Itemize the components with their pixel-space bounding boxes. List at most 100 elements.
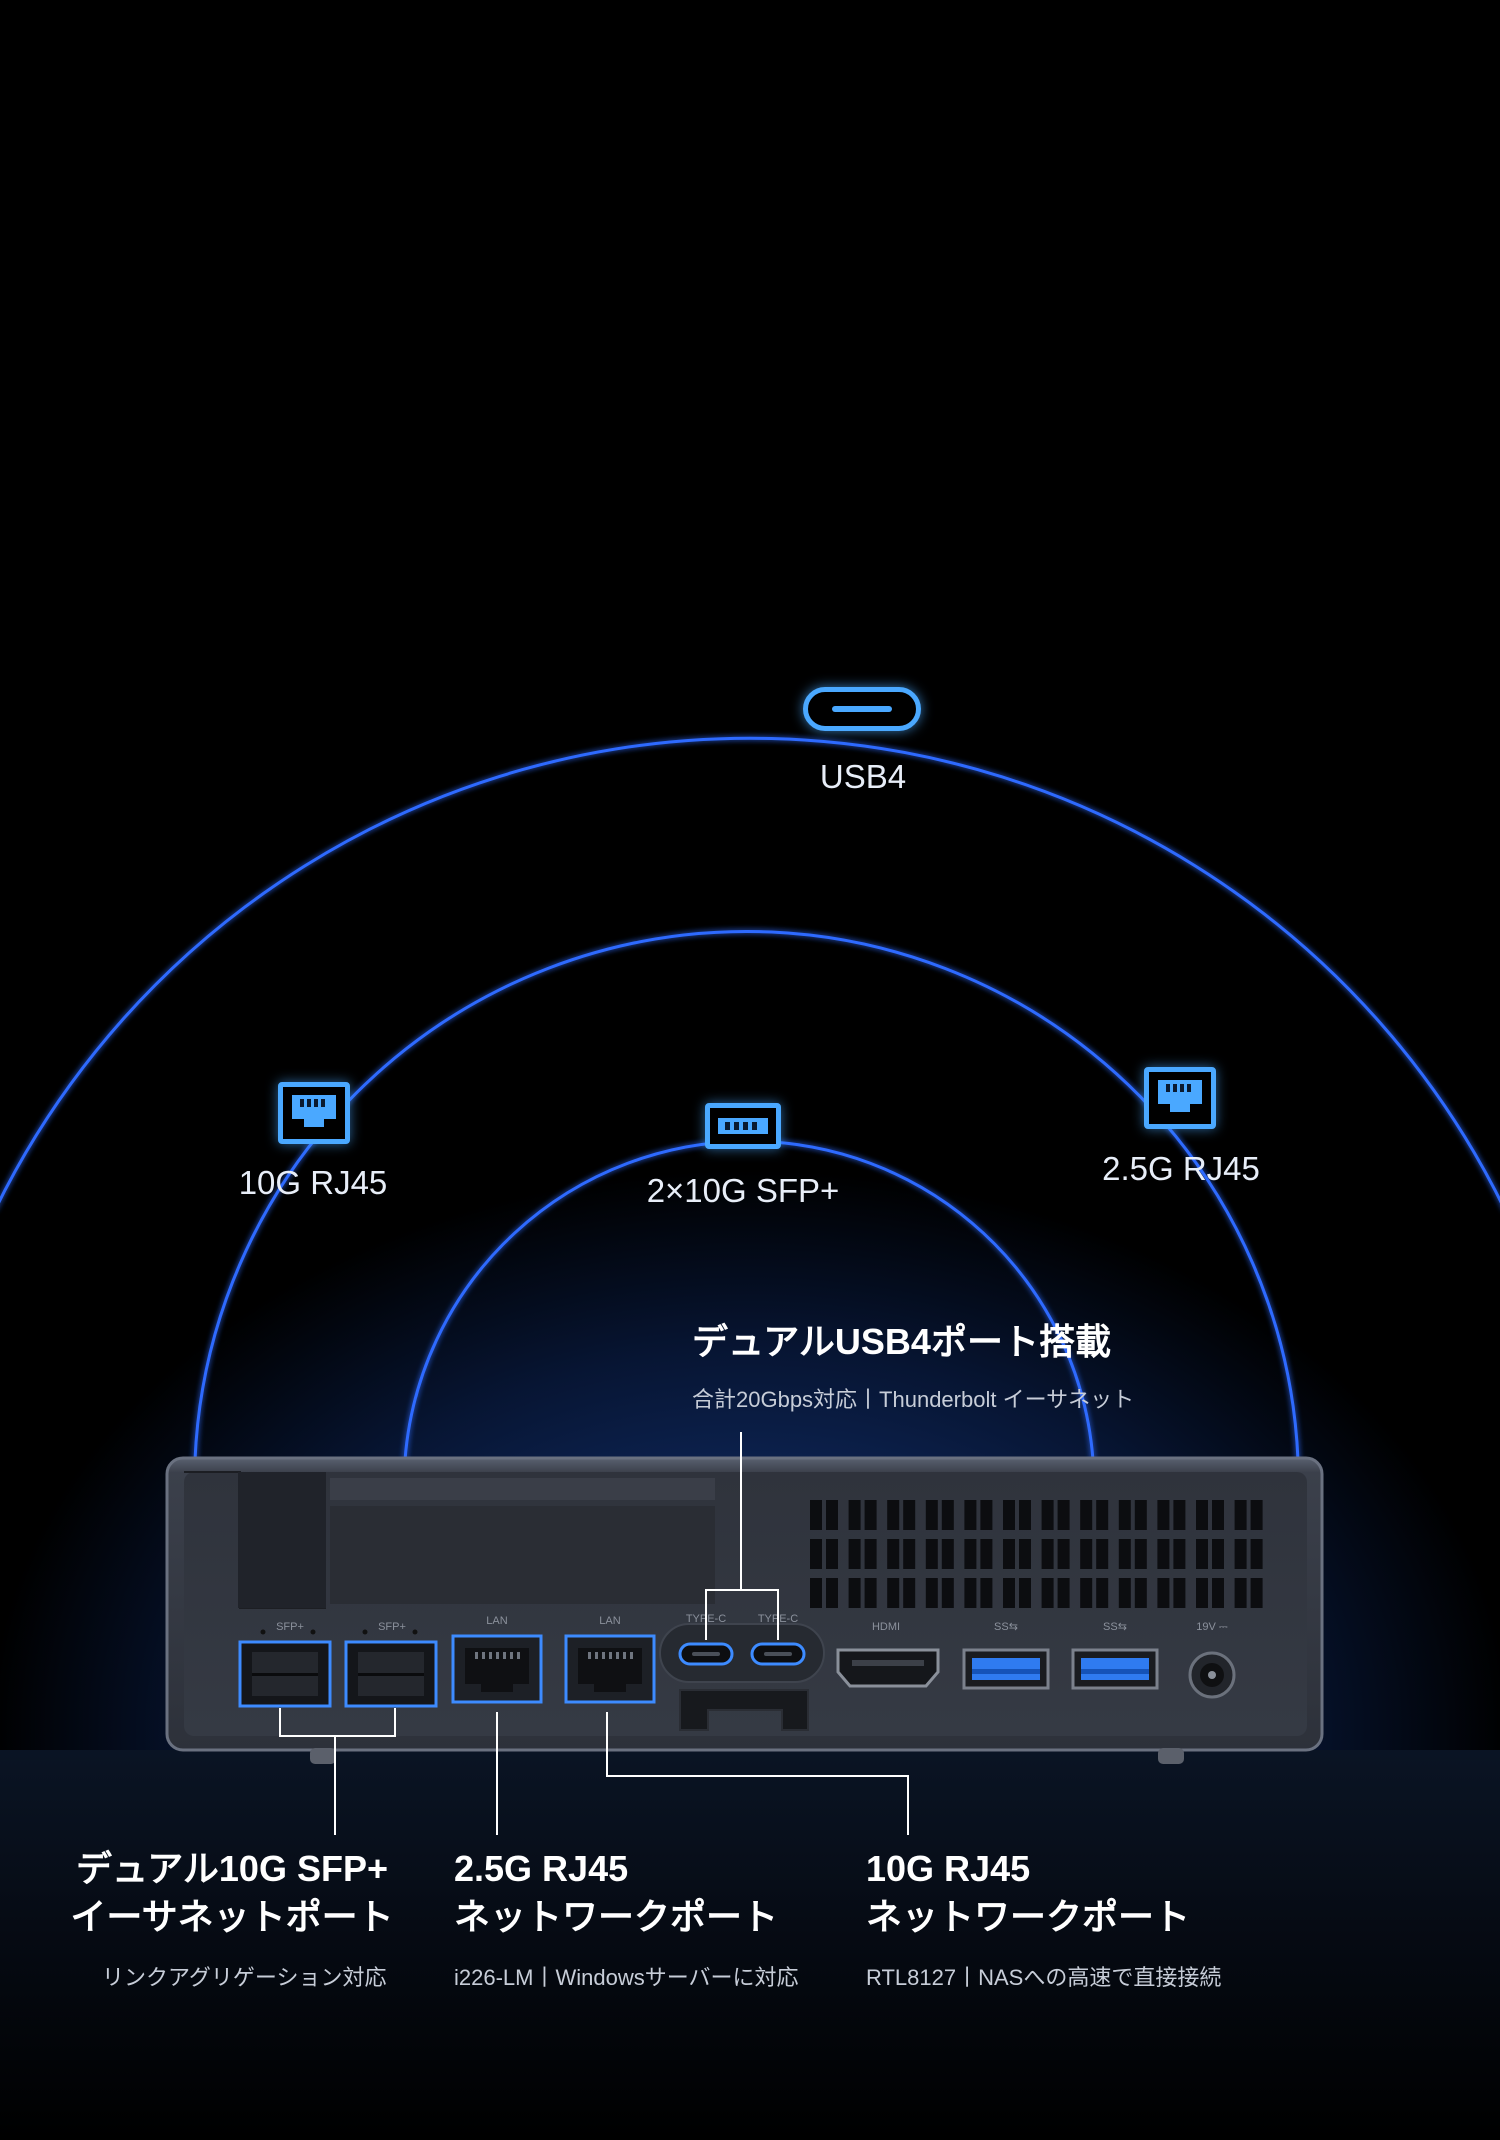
vent-slot	[1212, 1500, 1224, 1530]
vent-slot	[826, 1539, 838, 1569]
rj45-25g-callout-subtitle: i226-LM丨Windowsサーバーに対応	[454, 1965, 799, 1990]
vent-slot	[941, 1578, 954, 1608]
vent-slot	[1134, 1539, 1147, 1569]
vent-slot	[1196, 1578, 1208, 1608]
vent-slot	[1157, 1578, 1170, 1608]
usb2-silkscreen: SS⇆	[1103, 1621, 1127, 1633]
vent-slot	[1003, 1578, 1015, 1608]
vent-slot	[1234, 1578, 1247, 1608]
vent-slot	[810, 1539, 822, 1569]
vent-slot	[1057, 1500, 1070, 1530]
sfp-callout-subtitle: リンクアグリゲーション対応	[102, 1965, 387, 1990]
usb-a-port-2	[1071, 1648, 1159, 1690]
vent-slot	[1041, 1539, 1054, 1569]
sfp-label: 2×10G SFP+	[646, 1172, 840, 1209]
usb4-port-2	[750, 1642, 806, 1666]
vent-slot	[1173, 1539, 1186, 1569]
vent-slot	[810, 1500, 822, 1530]
vent-slot	[1234, 1500, 1247, 1530]
vent-slot	[903, 1578, 916, 1608]
vent-slot	[903, 1539, 916, 1569]
vent-slot	[1096, 1500, 1109, 1530]
rj45-25g-callout-line2: ネットワークポート	[454, 1896, 779, 1937]
vent-slot	[848, 1578, 861, 1608]
vent-slot	[1250, 1500, 1263, 1530]
vent-slot	[941, 1500, 954, 1530]
vent-slot	[887, 1578, 900, 1608]
vent-slot	[810, 1578, 822, 1608]
sfp2-silkscreen: SFP+	[378, 1621, 406, 1633]
vent-slot	[925, 1500, 938, 1530]
vent-slot	[1250, 1578, 1263, 1608]
vent-slot	[826, 1500, 838, 1530]
rj45-10g-leader-line	[606, 1712, 909, 1835]
sfp-callout-line1: デュアル10G SFP+	[75, 1848, 388, 1889]
usb-a-port-1	[962, 1648, 1050, 1690]
sfp1-silkscreen: SFP+	[276, 1621, 304, 1633]
vent-slot	[1041, 1578, 1054, 1608]
vent-slot	[848, 1500, 861, 1530]
vent-slot	[1019, 1500, 1031, 1530]
usb4-callout-subtitle: 合計20Gbps対応丨Thunderbolt イーサネット	[692, 1387, 1135, 1412]
vent-slot	[1173, 1500, 1186, 1530]
vent-slot	[980, 1500, 993, 1530]
vent-slot	[941, 1539, 954, 1569]
vent-slot	[903, 1500, 916, 1530]
usb4-callout-title: デュアルUSB4ポート搭載	[692, 1321, 1111, 1362]
sfp-callout-title: デュアル10G SFP+ イーサネットポート	[62, 1845, 402, 1941]
vent-slot	[1041, 1500, 1054, 1530]
rj45-10g-callout-line1: 10G RJ45	[866, 1848, 1031, 1889]
vent-slot	[826, 1578, 838, 1608]
vent-slot	[1003, 1539, 1015, 1569]
sfp-port-2	[344, 1640, 438, 1708]
vent-slot	[1080, 1500, 1093, 1530]
vent-slot	[1212, 1578, 1224, 1608]
rj45-10g-callout-subtitle: RTL8127丨NASへの高速で直接接続	[866, 1965, 1222, 1990]
vent-slot	[1157, 1500, 1170, 1530]
floor-shadow	[0, 1750, 1500, 2140]
vent-slot	[980, 1578, 993, 1608]
lan2-silkscreen: LAN	[599, 1615, 620, 1627]
vent-slot	[964, 1539, 977, 1569]
ethernet-port-icon-25g	[1144, 1067, 1216, 1129]
usb4-label: USB4	[819, 758, 907, 795]
middle-arc	[193, 930, 1300, 1461]
vent-slot	[964, 1500, 977, 1530]
rj45-10g-callout-line2: ネットワークポート	[866, 1896, 1191, 1937]
vent-slot	[1196, 1500, 1208, 1530]
rj45-10g-label: 10G RJ45	[238, 1164, 388, 1201]
vent-slot	[1019, 1578, 1031, 1608]
vent-slot	[887, 1539, 900, 1569]
vent-slot	[1134, 1578, 1147, 1608]
usb-c-port-icon	[803, 687, 921, 731]
hdmi-silkscreen: HDMI	[872, 1621, 900, 1633]
vent-slot	[864, 1500, 877, 1530]
dc-silkscreen: 19V ⎓	[1196, 1621, 1228, 1633]
vent-slot	[1118, 1500, 1131, 1530]
vent-slot	[925, 1578, 938, 1608]
vent-slot	[980, 1539, 993, 1569]
vent-slot	[1057, 1578, 1070, 1608]
vent-slot	[925, 1539, 938, 1569]
usb4-leader-line	[705, 1432, 779, 1640]
sfp-leader-line	[279, 1708, 396, 1835]
vent-slot	[1057, 1539, 1070, 1569]
vent-slot	[1096, 1539, 1109, 1569]
vent-slot	[1096, 1578, 1109, 1608]
sfp-port-1	[238, 1640, 332, 1708]
vent-slot	[1173, 1578, 1186, 1608]
rj45-25g-callout-title: 2.5G RJ45 ネットワークポート	[454, 1845, 778, 1941]
vent-slot	[1019, 1539, 1031, 1569]
rj45-25g-callout-line1: 2.5G RJ45	[454, 1848, 629, 1889]
sfp-port-icon	[705, 1103, 781, 1149]
usb4-port-1	[678, 1642, 734, 1666]
vent-slot	[864, 1578, 877, 1608]
vent-slot	[1250, 1539, 1263, 1569]
vent-slot	[1134, 1500, 1147, 1530]
vent-slot	[1234, 1539, 1247, 1569]
ethernet-port-icon-10g	[278, 1082, 350, 1144]
vent-slot	[1080, 1539, 1093, 1569]
vent-slot	[848, 1539, 861, 1569]
